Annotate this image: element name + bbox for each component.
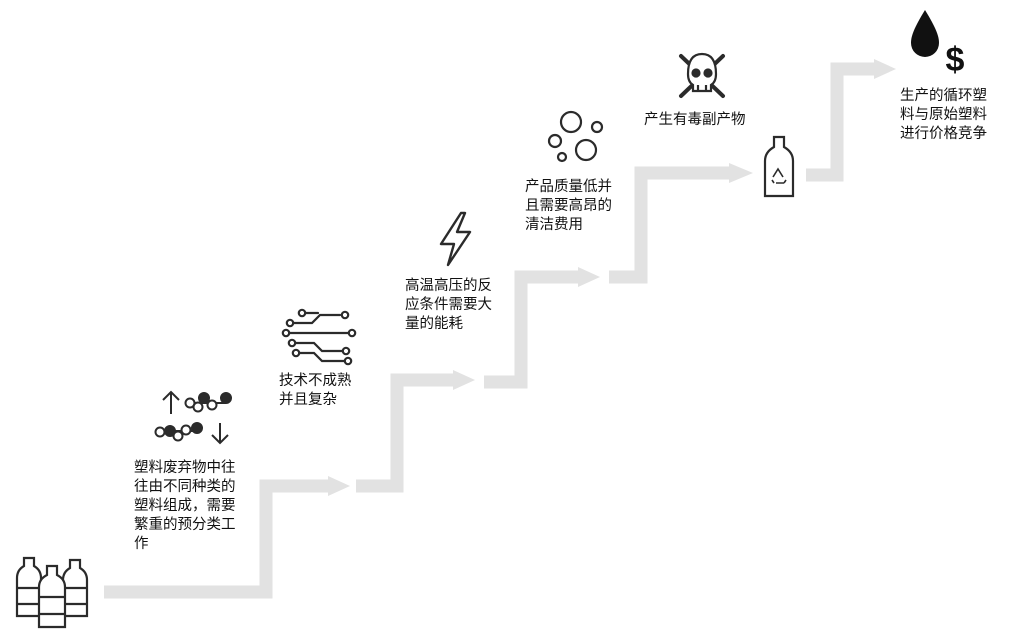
arrow-head-5 [874,59,896,79]
arrow-head-2 [453,370,475,390]
molecule-sorting-icon [154,390,232,445]
lightning-icon [439,211,472,267]
step-label-price: 生产的循环塑 料与原始塑料 进行价格竞争 [900,88,987,142]
step-label-immature-tech: 技术不成熟 并且复杂 [279,373,352,408]
plastic-bottles-icon [15,556,89,629]
arrow-head-1 [328,476,350,496]
stair-arrow-2 [356,373,455,493]
recycle-bottle-icon [763,135,795,198]
arrow-head-4 [729,163,753,183]
step-label-quality: 产品质量低并 且需要高昂的 清洁费用 [525,179,612,233]
svg-text:$: $ [946,41,965,79]
stair-arrow-5 [806,62,876,182]
stair-arrow-1 [104,479,330,599]
step-label-sorting: 塑料废弃物中往 往由不同种类的 塑料组成，需要 繁重的预分类工 作 [134,460,236,552]
bubbles-icon [547,110,604,163]
arrow-head-3 [578,267,600,287]
stair-arrow-4 [609,166,731,284]
step-label-toxic: 产生有毒副产物 [644,112,746,128]
oil-drop-dollar-icon: $ [911,10,965,79]
step-label-energy: 高温高压的反 应条件需要大 量的能耗 [405,278,492,332]
skull-crossbones-icon [679,52,725,98]
circuit-tech-icon [281,308,357,366]
stair-arrow-3 [484,270,580,389]
